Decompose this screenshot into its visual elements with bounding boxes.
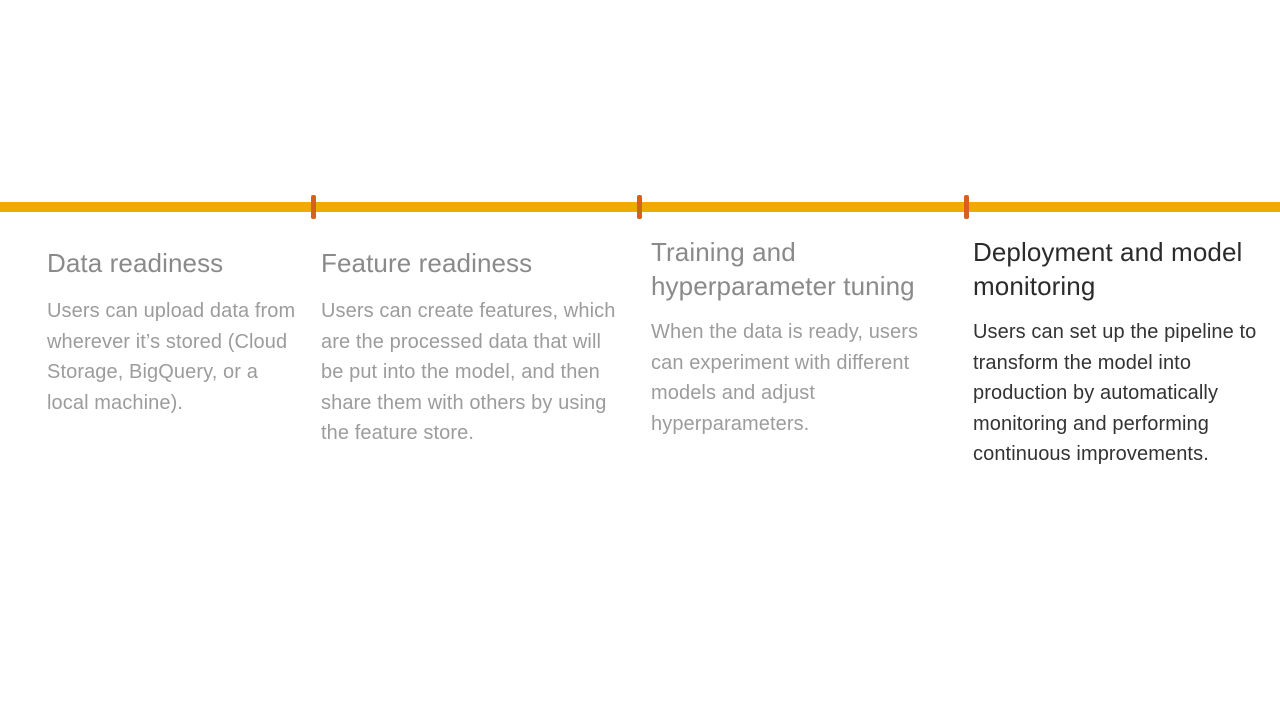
stage-description: Users can create features, which are the…	[321, 300, 616, 445]
stage-feature-readiness: Feature readiness Users can create featu…	[321, 246, 621, 449]
stage-description: Users can upload data from wherever it’s…	[47, 300, 296, 414]
stage-data-readiness: Data readiness Users can upload data fro…	[47, 246, 297, 418]
stage-title: Data readiness	[47, 248, 224, 278]
stage-deployment-monitoring: Deployment and model monitoring Users ca…	[973, 235, 1273, 470]
timeline-tick	[311, 195, 316, 219]
stage-title: Feature readiness	[321, 248, 533, 278]
stage-title: Deployment and model monitoring	[973, 237, 1243, 301]
stage-description: Users can set up the pipeline to transfo…	[973, 321, 1257, 466]
timeline-tick	[964, 195, 969, 219]
timeline-tick	[637, 195, 642, 219]
stage-training-tuning: Training and hyperparameter tuning When …	[651, 235, 946, 439]
stage-description: When the data is ready, users can experi…	[651, 321, 919, 435]
stage-title: Training and hyperparameter tuning	[651, 237, 915, 301]
